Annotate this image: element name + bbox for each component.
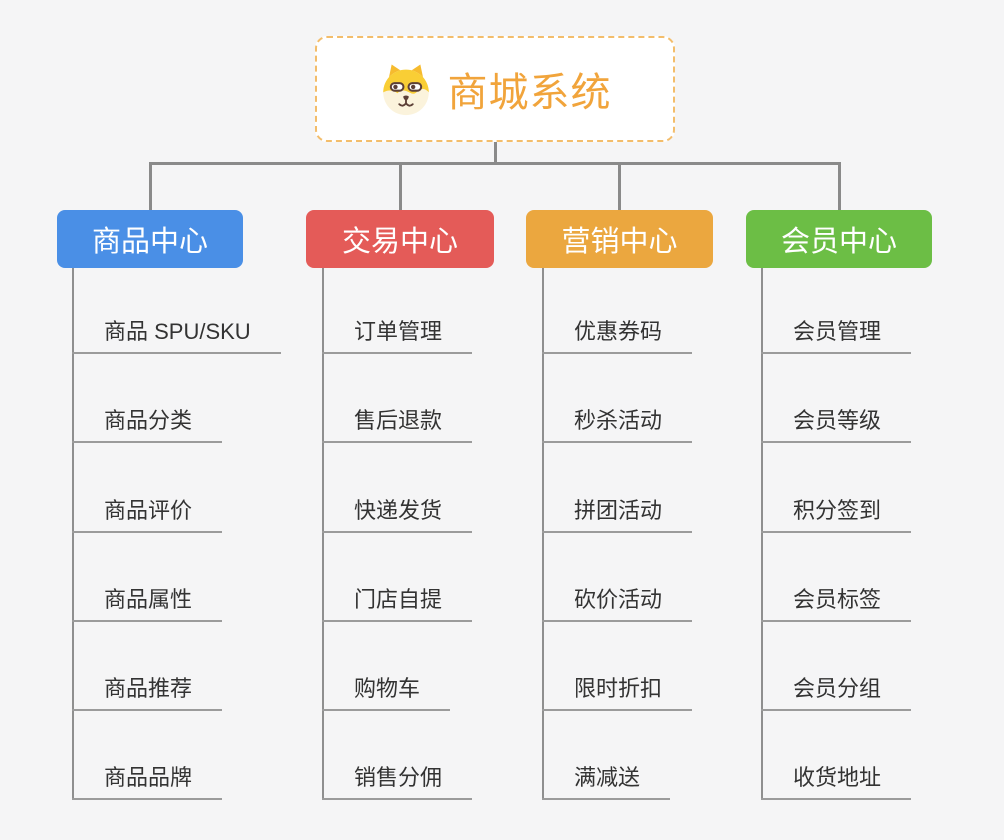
- child-node[interactable]: 商品 SPU/SKU: [72, 319, 281, 354]
- connector-column-line: [761, 268, 763, 800]
- branch-box-member-center[interactable]: 会员中心: [746, 210, 932, 268]
- child-node[interactable]: 积分签到: [761, 498, 912, 533]
- child-node[interactable]: 砍价活动: [542, 587, 693, 622]
- root-title: 商城系统: [447, 71, 612, 115]
- child-node[interactable]: 会员分组: [761, 676, 912, 711]
- branch-box-marketing-center[interactable]: 营销中心: [526, 210, 713, 268]
- child-node[interactable]: 满减送: [542, 765, 671, 800]
- child-node[interactable]: 购物车: [322, 676, 451, 711]
- connector-branch-stem: [618, 164, 621, 210]
- connector-column-line: [72, 268, 74, 800]
- connector-branch-stem: [399, 164, 402, 210]
- child-node[interactable]: 会员标签: [761, 587, 912, 622]
- connector-column-line: [542, 268, 544, 800]
- child-node[interactable]: 商品分类: [72, 408, 223, 443]
- child-node[interactable]: 会员等级: [761, 408, 912, 443]
- child-node[interactable]: 会员管理: [761, 319, 912, 354]
- child-node[interactable]: 收货地址: [761, 765, 912, 800]
- root-node[interactable]: 商城系统: [315, 36, 675, 142]
- child-node[interactable]: 商品评价: [72, 498, 223, 533]
- child-node[interactable]: 商品推荐: [72, 676, 223, 711]
- child-node[interactable]: 拼团活动: [542, 498, 693, 533]
- child-node[interactable]: 售后退款: [322, 408, 473, 443]
- child-node[interactable]: 快递发货: [322, 498, 473, 533]
- branch-box-product-center[interactable]: 商品中心: [57, 210, 243, 268]
- child-node[interactable]: 门店自提: [322, 587, 473, 622]
- child-node[interactable]: 销售分佣: [322, 765, 473, 800]
- connector-branch-stem: [838, 164, 841, 210]
- child-node[interactable]: 订单管理: [322, 319, 473, 354]
- connector-root-stem: [494, 142, 497, 163]
- connector-column-line: [322, 268, 324, 800]
- child-node[interactable]: 商品属性: [72, 587, 223, 622]
- branch-box-trade-center[interactable]: 交易中心: [306, 210, 494, 268]
- child-node[interactable]: 限时折扣: [542, 676, 693, 711]
- child-node[interactable]: 商品品牌: [72, 765, 223, 800]
- dog-face-icon: [382, 64, 429, 116]
- child-node[interactable]: 优惠券码: [542, 319, 693, 354]
- child-node[interactable]: 秒杀活动: [542, 408, 693, 443]
- connector-branch-stem: [149, 164, 152, 210]
- connector-horizontal: [149, 162, 841, 165]
